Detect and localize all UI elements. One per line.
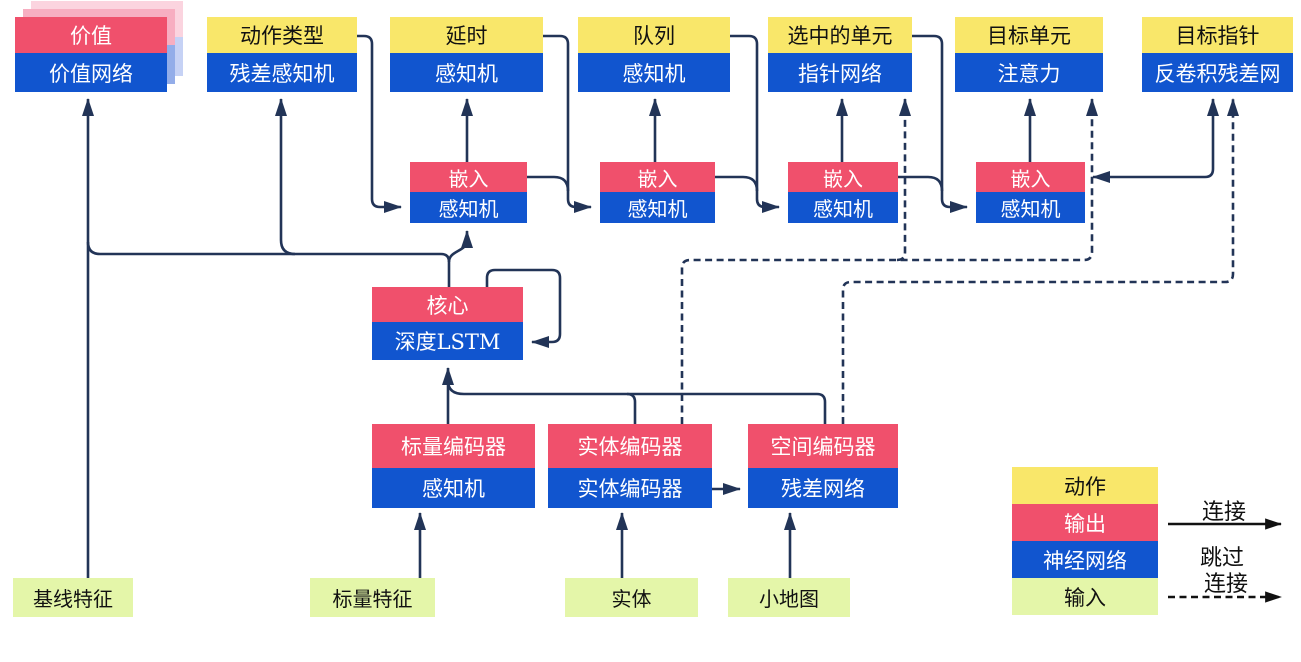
node-action-type: 动作类型 残差感知机 [207,17,357,92]
edge-delay-to-embedding-2 [543,34,593,214]
node-entity-encoder-bottom-label: 实体编码器 [548,468,712,508]
skip-entity-to-selected-units [896,97,912,262]
input-scalar-features: 标量特征 [310,578,435,617]
edge-embedding-3-to-embedding-4 [898,175,944,192]
legend-output-swatch: 输出 [1012,504,1158,541]
node-selected-units-top-label: 选中的单元 [768,17,912,53]
node-embedding-2: 嵌入 感知机 [600,162,715,223]
node-target-point: 目标指针 反卷积残差网 [1142,17,1293,92]
node-delay-bottom-label: 感知机 [390,53,543,92]
node-value: 价值 价值网络 [15,17,167,92]
node-target-unit: 目标单元 注意力 [955,17,1103,92]
node-queue-bottom-label: 感知机 [578,53,730,92]
input-minimap: 小地图 [728,578,850,617]
node-action-type-bottom-label: 残差感知机 [207,53,357,92]
legend-skip-label-line2: 连接 [1204,572,1249,597]
node-embedding-2-bottom-label: 感知机 [600,192,715,223]
node-value-top-label: 价值 [15,17,167,53]
node-target-unit-top-label: 目标单元 [955,17,1103,53]
edge-core-to-action-type [274,97,296,256]
legend-connection-label: 连接 [1202,500,1247,525]
node-core: 核心 深度LSTM [372,287,523,360]
skip-spatial-to-target-point [841,97,1240,424]
node-embedding-3-top-label: 嵌入 [788,162,898,192]
input-baseline-features: 基线特征 [13,578,133,617]
node-selected-units: 选中的单元 指针网络 [768,17,912,92]
node-embedding-4-bottom-label: 感知机 [976,192,1085,223]
node-selected-units-bottom-label: 指针网络 [768,53,912,92]
edge-spatial-encoder-to-core [446,380,827,424]
node-embedding-2-top-label: 嵌入 [600,162,715,192]
edge-queue-to-embedding-3 [730,34,781,214]
edge-action-type-to-embedding-1 [357,34,403,214]
node-delay: 延时 感知机 [390,17,543,92]
node-scalar-encoder-top-label: 标量编码器 [372,424,535,468]
legend-action-swatch: 动作 [1012,467,1158,504]
node-embedding-3-bottom-label: 感知机 [788,192,898,223]
edge-selected-units-to-embedding-4 [912,34,969,214]
edge-entity-encoder-to-core [626,392,637,424]
edge-embedding-1-to-embedding-2 [527,175,570,192]
node-target-point-top-label: 目标指针 [1142,17,1293,53]
node-delay-top-label: 延时 [390,17,543,53]
node-queue: 队列 感知机 [578,17,730,92]
node-embedding-4-top-label: 嵌入 [976,162,1085,192]
node-embedding-4: 嵌入 感知机 [976,162,1085,223]
node-scalar-encoder-bottom-label: 感知机 [372,468,535,508]
node-embedding-1: 嵌入 感知机 [410,162,527,223]
edge-core-self-loop [485,268,562,349]
legend: 动作 输出 神经网络 输入 [1012,467,1158,615]
node-value-bottom-label: 价值网络 [15,53,167,92]
node-embedding-1-bottom-label: 感知机 [410,192,527,223]
edge-embedding-2-to-embedding-3 [715,175,759,192]
node-target-point-bottom-label: 反卷积残差网 [1142,53,1293,92]
legend-network-swatch: 神经网络 [1012,541,1158,578]
node-spatial-encoder-bottom-label: 残差网络 [748,468,898,508]
node-core-bottom-label: 深度LSTM [372,322,523,360]
node-embedding-3: 嵌入 感知机 [788,162,898,223]
edge-core-to-embedding-1 [447,229,474,263]
node-entity-encoder: 实体编码器 实体编码器 [548,424,712,508]
node-spatial-encoder: 空间编码器 残差网络 [748,424,898,508]
node-target-unit-bottom-label: 注意力 [955,53,1103,92]
node-queue-top-label: 队列 [578,17,730,53]
edge-core-to-left [86,241,451,287]
node-spatial-encoder-top-label: 空间编码器 [748,424,898,468]
node-entity-encoder-top-label: 实体编码器 [548,424,712,468]
legend-input-swatch: 输入 [1012,578,1158,615]
node-action-type-top-label: 动作类型 [207,17,357,53]
node-scalar-encoder: 标量编码器 感知机 [372,424,535,508]
edge-embedding-4-target-point-link [1091,97,1220,184]
legend-skip-label-line1: 跳过 [1200,546,1245,571]
node-embedding-1-top-label: 嵌入 [410,162,527,192]
node-core-top-label: 核心 [372,287,523,322]
input-entities: 实体 [565,578,698,617]
